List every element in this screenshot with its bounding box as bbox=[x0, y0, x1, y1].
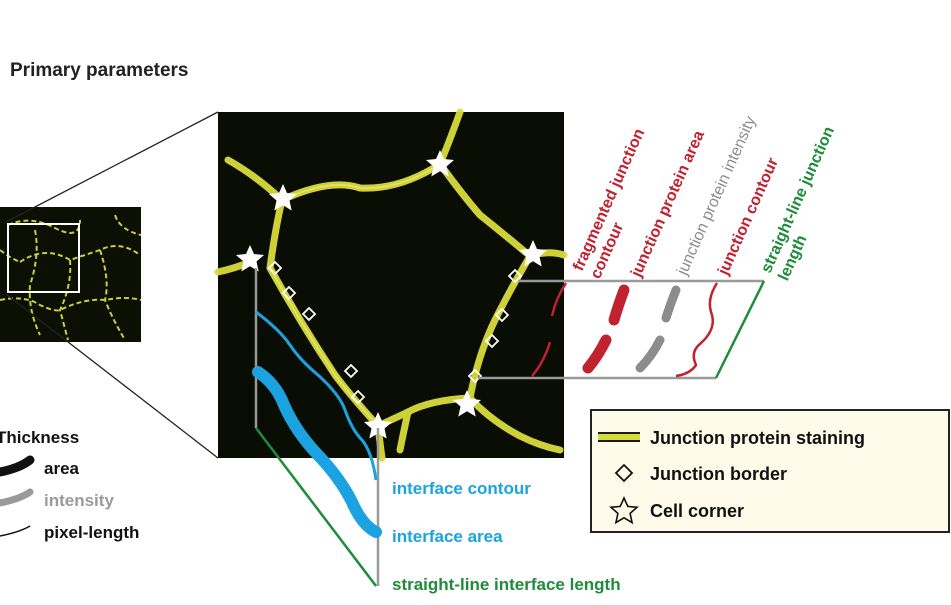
star-icon bbox=[609, 496, 639, 525]
thickness-legend: Thickness area intensity pixel-length bbox=[0, 428, 139, 542]
pixel-length-thickness-sample bbox=[0, 525, 31, 537]
diamond-icon bbox=[281, 285, 297, 301]
thickness-intensity-label: intensity bbox=[44, 491, 114, 510]
diamond-icon bbox=[267, 260, 283, 276]
zoom-line-top bbox=[5, 111, 219, 223]
junction-contour-sample bbox=[675, 282, 719, 378]
key-box: Junction protein staining Junction borde… bbox=[590, 409, 950, 533]
diamond-icon bbox=[507, 268, 523, 284]
straight-interface-line bbox=[255, 427, 377, 587]
main-micrograph bbox=[214, 108, 568, 462]
fragmented-contour-sample bbox=[531, 282, 568, 377]
diamond-icon bbox=[494, 307, 510, 323]
cell-corner-stars bbox=[236, 150, 547, 439]
diamond-icon bbox=[301, 306, 317, 322]
key-staining-label: Junction protein staining bbox=[650, 428, 865, 448]
interface-area-label: interface area bbox=[392, 527, 503, 546]
diamond-icon bbox=[614, 463, 634, 483]
protein-intensity-sample bbox=[635, 285, 681, 373]
star-icon bbox=[364, 412, 392, 439]
star-icon bbox=[519, 240, 547, 267]
diamond-icon bbox=[350, 389, 366, 405]
interface-bracket bbox=[254, 268, 380, 586]
thickness-area-label: area bbox=[44, 459, 80, 478]
junction-border-diamonds bbox=[267, 260, 523, 405]
overview-micrograph bbox=[0, 207, 142, 342]
thickness-heading: Thickness bbox=[0, 428, 79, 447]
area-thickness-sample bbox=[0, 455, 35, 477]
protein-intensity-label: junction protein intensity bbox=[674, 114, 760, 279]
diamond-icon bbox=[467, 368, 483, 384]
interface-area-line bbox=[252, 366, 382, 538]
stain-swatch-icon bbox=[598, 432, 640, 442]
zoom-box bbox=[7, 223, 80, 293]
interface-contour-line bbox=[255, 310, 378, 481]
star-icon bbox=[453, 390, 481, 417]
straight-interface-label: straight-line interface length bbox=[392, 575, 621, 594]
key-corner-label: Cell corner bbox=[650, 501, 744, 521]
figure-title: Primary parameters bbox=[10, 60, 189, 81]
thickness-pixel-length-label: pixel-length bbox=[44, 523, 139, 542]
zoom-line-bottom bbox=[5, 293, 219, 459]
interface-contour-label: interface contour bbox=[392, 479, 531, 498]
diamond-icon bbox=[484, 333, 500, 349]
key-border-label: Junction border bbox=[650, 464, 787, 484]
junction-bracket bbox=[478, 279, 764, 380]
star-icon bbox=[426, 150, 454, 177]
straight-junction-label-group: straight-line junction length bbox=[758, 124, 838, 283]
star-icon bbox=[269, 184, 297, 211]
intensity-thickness-sample bbox=[0, 488, 34, 507]
diamond-icon bbox=[343, 363, 359, 379]
protein-area-sample bbox=[582, 284, 630, 374]
star-icon bbox=[236, 245, 264, 272]
straight-junction-line bbox=[714, 280, 766, 379]
